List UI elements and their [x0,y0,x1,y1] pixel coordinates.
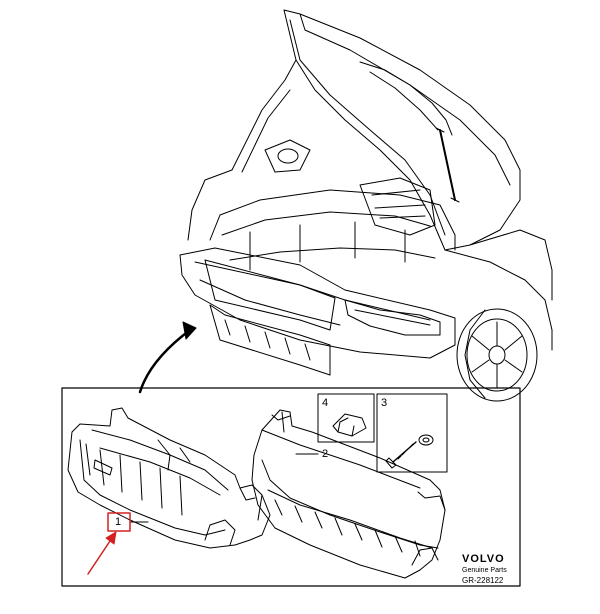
pointer-arrow [138,328,192,394]
engine-bay [209,189,456,251]
highlight-box-1 [107,512,131,532]
car-illustration [179,9,553,402]
brand-subtitle: Genuine Parts [462,567,507,574]
part-4-box [317,393,375,443]
brand-logo: VOLVO [462,553,505,565]
part-2-drawing [251,409,446,579]
brand-block: VOLVO Genuine Parts GR-228122 [462,553,532,586]
hood-strut [439,129,456,201]
part-4-clip-drawing [332,413,367,437]
diagram-code: GR-228122 [462,576,504,585]
open-hood [283,9,521,251]
callout-part-4: 4 [322,397,329,409]
red-pointer-arrow [87,537,113,575]
callout-part-3: 3 [381,397,388,409]
front-bumper [179,247,456,359]
front-wheel [456,308,538,402]
callout-part-2: 2 [322,448,329,460]
part-3-box [376,393,448,473]
part-1-drawing [67,407,271,549]
callout-part-1: 1 [115,516,122,528]
inset-frame [61,387,521,587]
part-3-screw-drawing [385,434,434,469]
